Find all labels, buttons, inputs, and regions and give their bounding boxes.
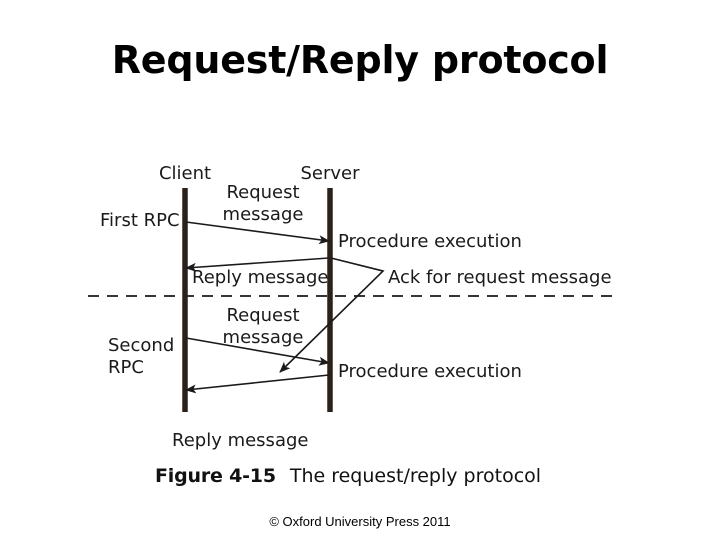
label-request-message-2: Request message [223, 305, 304, 349]
figure-number: Figure 4-15 [155, 465, 276, 487]
arrow-reply-2 [185, 374, 330, 394]
label-second-rpc: Second RPC [108, 335, 174, 379]
figure-caption-text: The request/reply protocol [289, 465, 542, 487]
arrow-request-2 [185, 337, 330, 366]
label-ack-for-request-message: Ack for request message [388, 267, 612, 288]
label-request-message-2-line1: Request [226, 305, 300, 326]
label-second-rpc-line2: RPC [108, 357, 144, 378]
label-request-message-1-line1: Request [226, 182, 300, 203]
label-request-message-1-line2: message [222, 204, 304, 225]
label-procedure-execution-1: Procedure execution [338, 231, 522, 252]
lifeline-label-server: Server [300, 163, 360, 184]
sequence-diagram: Client Server First RPC Request message … [0, 150, 720, 500]
label-request-message-1: Request message [223, 182, 304, 226]
lifeline-label-client: Client [158, 163, 212, 184]
figure-caption: Figure 4-15 The request/reply protocol [155, 465, 541, 487]
arrow-request-1 [185, 221, 330, 245]
diagram-vectors [88, 188, 612, 412]
label-procedure-execution-2: Procedure execution [338, 361, 522, 382]
arrow-reply-1 [185, 257, 330, 272]
label-second-rpc-line1: Second [108, 335, 175, 356]
page-title: Request/Reply protocol [111, 38, 609, 82]
copyright-notice: © Oxford University Press 2011 [269, 514, 451, 529]
label-reply-message-1: Reply message [192, 267, 329, 288]
label-reply-message-2: Reply message [172, 430, 309, 451]
label-first-rpc: First RPC [100, 210, 180, 231]
arrow-ack-request [279, 257, 385, 373]
label-request-message-2-line2: message [222, 327, 304, 348]
